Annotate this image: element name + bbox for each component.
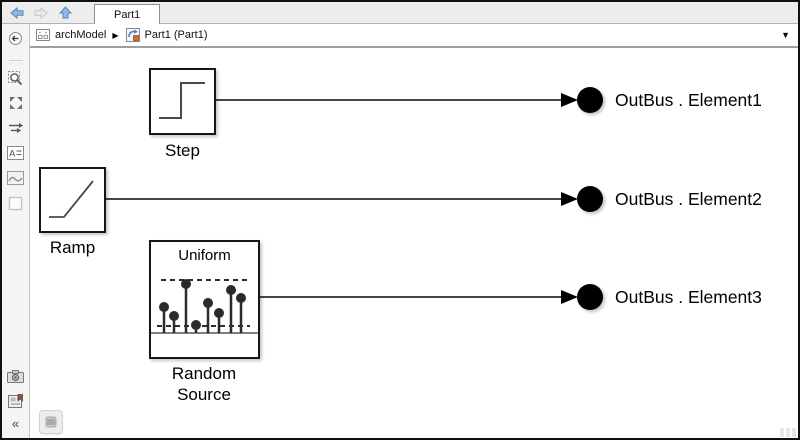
block-label-step: Step bbox=[165, 141, 200, 160]
svg-text:A: A bbox=[9, 149, 15, 159]
block-ramp[interactable] bbox=[39, 167, 106, 233]
random-source-distribution-label: Uniform bbox=[178, 247, 231, 264]
collapse-rail-icon[interactable]: « bbox=[11, 416, 20, 431]
step-glyph-icon bbox=[159, 82, 205, 119]
toolbar-divider bbox=[8, 60, 23, 61]
port-arrow-icon bbox=[561, 290, 578, 304]
fit-to-view-button[interactable] bbox=[7, 94, 25, 112]
bookmark-button[interactable] bbox=[7, 392, 25, 410]
port-circle-icon[interactable] bbox=[577, 284, 603, 310]
outport-element3[interactable]: OutBus . Element3 bbox=[561, 284, 762, 310]
collapse-browser-icon bbox=[9, 31, 22, 45]
port-label: OutBus . Element2 bbox=[615, 188, 762, 209]
fit-to-view-icon bbox=[9, 97, 22, 109]
wire-step-to-element1[interactable] bbox=[216, 99, 561, 101]
tab-label: Part1 bbox=[114, 8, 141, 21]
screenshot-icon bbox=[7, 369, 24, 383]
breadcrumb-model-label[interactable]: archModel bbox=[55, 29, 107, 41]
port-arrow-icon bbox=[561, 93, 578, 107]
bookmark-icon bbox=[7, 394, 23, 408]
zoom-button[interactable] bbox=[7, 69, 25, 87]
outport-element2[interactable]: OutBus . Element2 bbox=[561, 186, 762, 212]
data-stack-badge[interactable] bbox=[39, 410, 63, 434]
annotation-button[interactable]: A bbox=[7, 144, 25, 162]
screenshot-button[interactable] bbox=[7, 367, 25, 385]
wire-random-to-element3[interactable] bbox=[260, 296, 561, 298]
outport-element1[interactable]: OutBus . Element1 bbox=[561, 87, 762, 113]
port-label: OutBus . Element1 bbox=[615, 89, 762, 110]
forward-arrow-icon bbox=[34, 6, 48, 19]
up-button[interactable] bbox=[56, 5, 74, 21]
collapse-browser-button[interactable] bbox=[7, 29, 25, 47]
annotation-icon: A bbox=[7, 146, 24, 160]
route-lines-icon bbox=[8, 123, 23, 133]
port-arrow-icon bbox=[561, 192, 578, 206]
block-random-source[interactable]: Uniform bbox=[149, 240, 260, 359]
random-source-glyph-icon bbox=[151, 279, 258, 334]
corner-grip bbox=[780, 428, 796, 437]
forward-button[interactable] bbox=[32, 5, 50, 21]
back-arrow-icon bbox=[10, 6, 24, 19]
tab-part1[interactable]: Part1 bbox=[94, 4, 161, 24]
wire-ramp-to-element2[interactable] bbox=[106, 198, 561, 200]
ramp-glyph-icon bbox=[49, 180, 94, 218]
breadcrumb-separator: ▶ bbox=[112, 30, 119, 40]
breadcrumb-component-label[interactable]: Part1 (Part1) bbox=[144, 29, 208, 41]
block-step[interactable] bbox=[149, 68, 216, 135]
up-arrow-icon bbox=[58, 6, 72, 19]
block-label-ramp: Ramp bbox=[49, 238, 96, 257]
port-label: OutBus . Element3 bbox=[615, 286, 762, 307]
left-toolbar: A bbox=[2, 24, 30, 438]
caret-down-icon[interactable]: ▼ bbox=[781, 30, 790, 40]
viewmark-button[interactable] bbox=[7, 194, 25, 212]
port-circle-icon[interactable] bbox=[577, 87, 603, 113]
model-icon bbox=[36, 29, 50, 41]
stack-icon bbox=[45, 416, 57, 428]
zoom-region-icon bbox=[8, 70, 23, 85]
breadcrumb: archModel ▶ Part1 (Part1) ▼ bbox=[30, 24, 798, 48]
model-canvas[interactable]: Step Ramp Uniform bbox=[30, 48, 798, 438]
image-icon bbox=[7, 171, 24, 185]
port-circle-icon[interactable] bbox=[577, 186, 603, 212]
component-icon bbox=[125, 28, 140, 42]
block-label-random-source: Random Source bbox=[171, 364, 237, 405]
image-button[interactable] bbox=[7, 169, 25, 187]
viewmark-icon bbox=[8, 196, 23, 210]
route-lines-button[interactable] bbox=[7, 119, 25, 137]
back-button[interactable] bbox=[8, 5, 26, 21]
tab-bar: Part1 bbox=[2, 2, 798, 24]
